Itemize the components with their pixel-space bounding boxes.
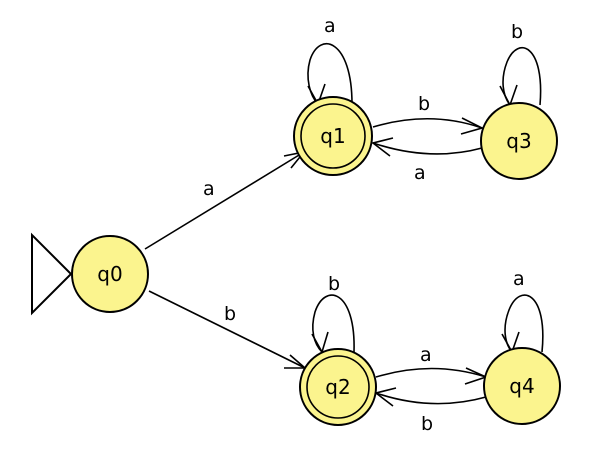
transition-label-q3-q1: a [414, 162, 426, 184]
state-label-q3: q3 [506, 129, 531, 153]
transition-q4-q4: a [501, 268, 544, 354]
state-q1: q1 [293, 96, 373, 176]
transition-label-q2-q2: b [328, 273, 340, 295]
transition-q0-q1: a [144, 150, 307, 250]
state-label-q4: q4 [509, 374, 534, 398]
state-q3: q3 [480, 102, 558, 180]
state-label-q2: q2 [325, 375, 350, 399]
transition-label-q2-q4: a [420, 344, 432, 366]
transition-label-q4-q4: a [513, 268, 525, 290]
transition-label-q1-q1: a [324, 15, 336, 37]
transition-label-q3-q3: b [511, 21, 523, 43]
start-state-marker [31, 232, 73, 316]
state-label-q1: q1 [320, 124, 345, 148]
state-q4: q4 [483, 347, 561, 425]
transition-label-q4-q2: b [421, 413, 433, 435]
transition-q0-q2: b [148, 290, 308, 369]
transition-q4-q2: b [374, 387, 487, 435]
state-q0: q0 [71, 235, 149, 313]
state-label-q0: q0 [97, 262, 122, 286]
transition-label-q1-q3: b [418, 93, 430, 115]
transition-q3-q1: a [371, 137, 483, 184]
transition-q3-q3: b [499, 21, 542, 107]
transition-label-q0-q1: a [203, 178, 215, 200]
state-q2: q2 [299, 348, 377, 426]
transition-label-q0-q2: b [224, 303, 236, 325]
transition-q2-q2: b [311, 273, 355, 355]
transition-q1-q3: b [372, 93, 485, 135]
transition-q2-q4: a [375, 344, 489, 385]
transition-q1-q1: a [307, 15, 353, 106]
